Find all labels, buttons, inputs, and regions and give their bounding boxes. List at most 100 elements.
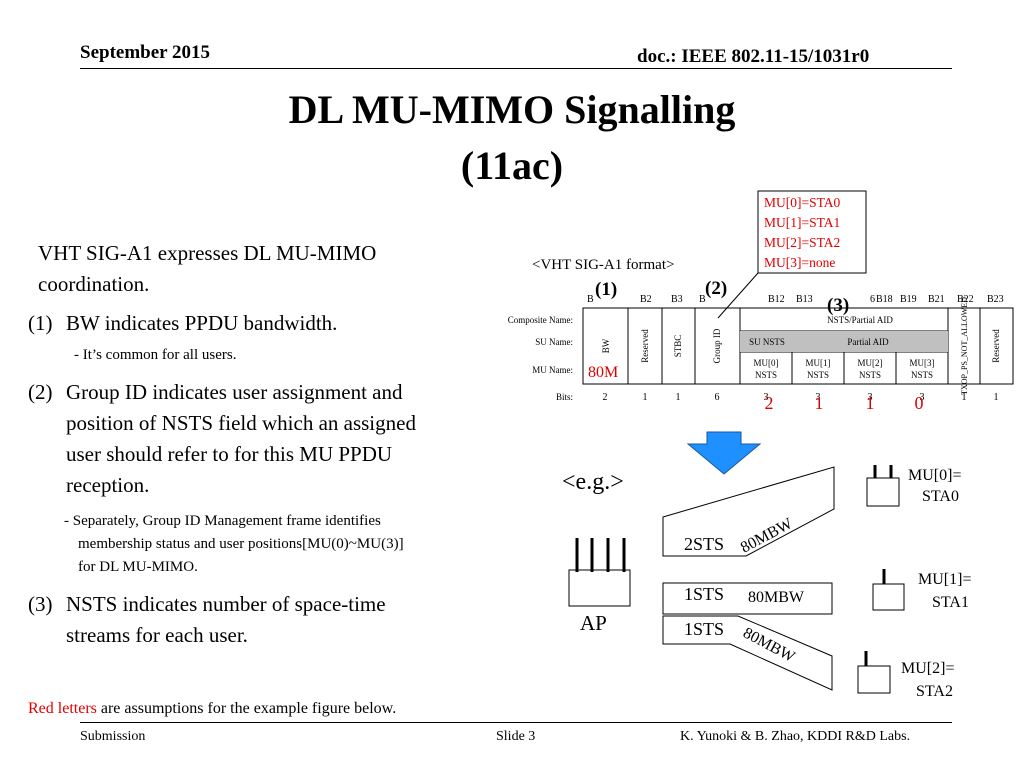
point-1-subtext: - It’s common for all users. [74, 347, 237, 363]
point-2-line-4: reception. [66, 473, 150, 497]
bw-label-1: 80MBW [748, 589, 805, 606]
mu1-nsts-line-1: MU[1] [806, 358, 831, 368]
mu-assignment-box [757, 190, 867, 274]
marker-1: (1) [595, 279, 617, 300]
row-label-su: SU Name: [535, 337, 573, 347]
sta1-label-line-1: MU[1]= [918, 571, 971, 588]
row-label-mu: MU Name: [532, 365, 573, 375]
bits-stbc: 1 [676, 392, 681, 403]
su-nsts-label: SU NSTS [749, 337, 785, 347]
slide-subtitle: (11ac) [460, 143, 564, 188]
field-bw: BW [601, 338, 611, 353]
ap-label: AP [580, 611, 607, 635]
footer-submission: Submission [80, 729, 146, 744]
sig-a1-table [582, 307, 1014, 385]
mu-assignment-2: MU[2]=STA2 [764, 235, 840, 250]
point-2-line-1: Group ID indicates user assignment and [66, 380, 403, 404]
bit-label: B21 [928, 294, 945, 305]
slide-title: DL MU-MIMO Signalling [288, 87, 736, 132]
sta0-antenna-icon [866, 465, 900, 507]
mu-assignment-1: MU[1]=STA1 [764, 215, 840, 230]
bits-mu2: 3 [868, 392, 873, 403]
bit-label: 6 [870, 294, 875, 305]
bit-label: B12 [768, 294, 785, 305]
marker-2: (2) [705, 278, 727, 299]
sta2-label-line-1: MU[2]= [901, 660, 954, 677]
nsts-red-mu2: 1 [866, 393, 875, 413]
mu-box-pointer [717, 272, 759, 319]
intro-line-2: coordination. [38, 272, 150, 296]
mu0-nsts-line-2: NSTS [755, 370, 777, 380]
format-label: <VHT SIG-A1 format> [532, 257, 674, 273]
red-letters-label: Red letters [28, 700, 97, 717]
bit-label: B2 [640, 294, 652, 305]
sta0-label-line-1: MU[0]= [908, 467, 961, 484]
stream-label-0: 2STS [684, 534, 724, 554]
bits-mu0: 3 [764, 392, 769, 403]
bit-label: B [587, 294, 594, 305]
mu3-nsts-line-1: MU[3] [910, 358, 935, 368]
beam-sta0 [662, 466, 835, 557]
beam-sta2 [662, 615, 833, 691]
assumption-note-text: are assumptions for the example figure b… [96, 700, 397, 717]
bit-label: B [699, 294, 706, 305]
point-1-number: (1) [28, 311, 53, 335]
point-1-text: BW indicates PPDU bandwidth. [66, 311, 338, 335]
bit-label: B13 [796, 294, 813, 305]
mu0-nsts-line-1: MU[0] [754, 358, 779, 368]
bit-label: B19 [900, 294, 917, 305]
intro-line-1: VHT SIG-A1 expresses DL MU-MIMO [38, 241, 377, 265]
header-date: September 2015 [80, 42, 210, 63]
field-reserved-1: Reserved [640, 329, 650, 363]
point-2-number: (2) [28, 380, 53, 404]
sta1-antenna-icon [872, 569, 905, 611]
beam-sta1 [662, 582, 833, 615]
footer-authors: K. Yunoki & B. Zhao, KDDI R&D Labs. [680, 729, 911, 744]
bits-mu3: 3 [920, 392, 925, 403]
bits-reserved-2: 1 [994, 392, 999, 403]
sta2-label-line-2: STA2 [916, 683, 953, 700]
example-label: <e.g.> [562, 469, 624, 495]
bit-label: B18 [876, 294, 893, 305]
nsts-shade [740, 331, 948, 352]
mu-assignment-0: MU[0]=STA0 [764, 195, 841, 210]
assumption-note: Red letters are assumptions for the exam… [28, 700, 396, 718]
partial-aid-label: Partial AID [847, 337, 889, 347]
header-divider [80, 68, 952, 69]
nsts-red-mu3: 0 [915, 393, 924, 413]
footer-slide-number: Slide 3 [496, 729, 536, 744]
nsts-partial-aid-header: NSTS/Partial AID [827, 315, 893, 325]
mu-assignment-3: MU[3]=none [764, 255, 835, 270]
sta1-label-line-2: STA1 [932, 594, 969, 611]
point-2-line-3: user should refer to for this MU PPDU [66, 442, 393, 466]
bits-bw: 2 [603, 392, 608, 403]
point-3-number: (3) [28, 592, 53, 616]
stream-label-1: 1STS [684, 584, 724, 604]
bits-reserved-1: 1 [643, 392, 648, 403]
row-label-bits: Bits: [556, 392, 573, 402]
point-2-sub-line-2: membership status and user positions[MU(… [78, 536, 404, 552]
mu2-nsts-line-1: MU[2] [858, 358, 883, 368]
mu3-nsts-line-2: NSTS [911, 370, 933, 380]
down-arrow-icon [686, 431, 762, 475]
point-2-sub-line-1: - Separately, Group ID Management frame … [64, 513, 381, 529]
bit-label: B23 [987, 294, 1004, 305]
bit-label: B3 [671, 294, 683, 305]
row-label-composite: Composite Name: [508, 315, 573, 325]
marker-3: (3) [827, 295, 849, 316]
mu2-nsts-line-2: NSTS [859, 370, 881, 380]
bits-mu1: 3 [816, 392, 821, 403]
bits-txop: 1 [962, 392, 967, 403]
field-txop-ps: TXOP_PS_NOT_ALLOWED [960, 297, 969, 395]
field-reserved-2: Reserved [991, 329, 1001, 363]
point-2-line-2: position of NSTS field which an assigned [66, 411, 416, 435]
field-group-id: Group ID [712, 328, 722, 363]
ap-antenna-icon [568, 538, 631, 607]
bit-label: B22 [957, 294, 974, 305]
nsts-red-mu1: 1 [815, 393, 824, 413]
nsts-red-mu0: 2 [765, 393, 774, 413]
field-stbc: STBC [673, 335, 683, 358]
stream-label-2: 1STS [684, 619, 724, 639]
footer-divider [80, 722, 952, 723]
